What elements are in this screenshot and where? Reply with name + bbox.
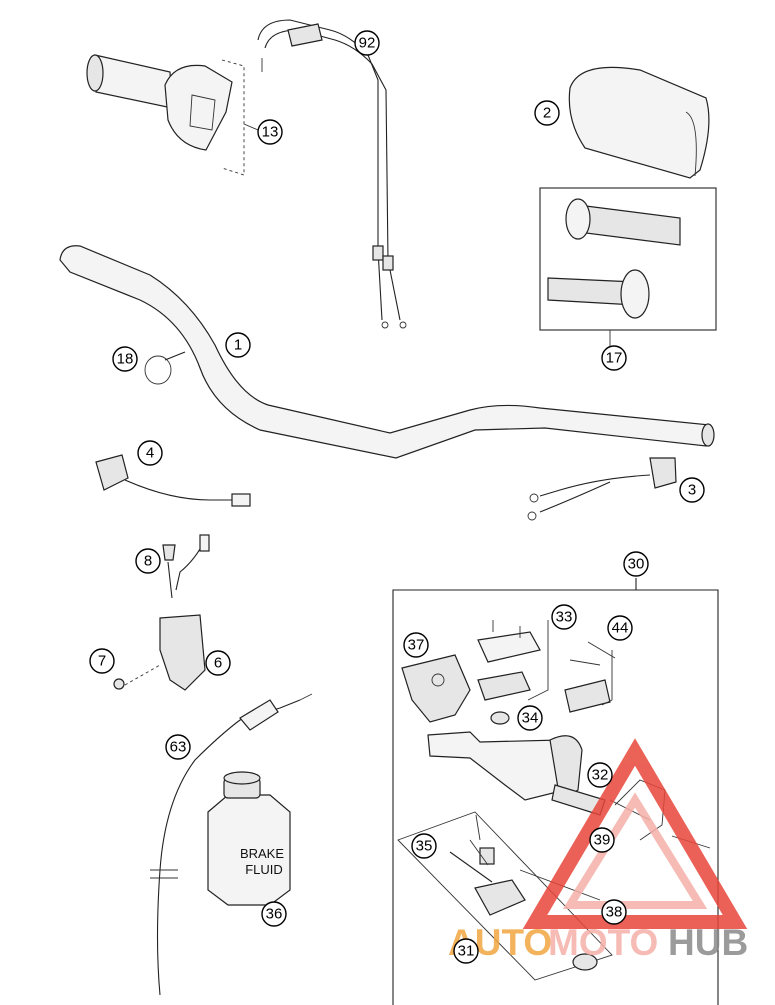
callout-4: 4 [137, 440, 163, 466]
callout-33: 33 [551, 604, 577, 630]
svg-text:35: 35 [416, 838, 433, 855]
callout-8: 8 [135, 548, 161, 574]
handlebar [59, 245, 715, 459]
svg-text:6: 6 [214, 655, 222, 672]
svg-text:1: 1 [234, 337, 242, 354]
svg-text:37: 37 [408, 637, 425, 654]
callout-30: 30 [623, 551, 649, 577]
svg-text:8: 8 [144, 553, 152, 570]
svg-text:18: 18 [117, 351, 134, 368]
svg-text:92: 92 [359, 35, 376, 52]
cable-tie [144, 351, 186, 385]
svg-text:31: 31 [458, 943, 475, 960]
svg-text:36: 36 [266, 906, 283, 923]
callout-36: 36 [261, 901, 287, 927]
throttle-cables [257, 19, 407, 329]
watermark-moto: MOTO [548, 922, 658, 963]
callout-32: 32 [587, 762, 613, 788]
brake-master-cylinder-box [392, 578, 719, 1005]
svg-text:17: 17 [606, 350, 623, 367]
svg-text:44: 44 [612, 620, 629, 637]
callout-44: 44 [607, 615, 633, 641]
svg-text:4: 4 [146, 445, 154, 462]
svg-text:34: 34 [522, 710, 539, 727]
throttle-grip-assembly [86, 54, 259, 176]
callout-7: 7 [89, 648, 115, 674]
brake-fluid-label-line2: FLUID [245, 862, 283, 877]
callout-92: 92 [354, 30, 380, 56]
callout-13: 13 [257, 119, 283, 145]
callout-38: 38 [601, 899, 627, 925]
svg-text:7: 7 [98, 653, 106, 670]
svg-text:30: 30 [628, 556, 645, 573]
grips-box [539, 187, 717, 348]
starter-button-assembly [113, 534, 210, 691]
svg-text:33: 33 [556, 609, 573, 626]
svg-text:63: 63 [170, 739, 187, 756]
callout-31: 31 [453, 938, 479, 964]
callout-2: 2 [534, 100, 560, 126]
handlebar-pad [568, 66, 710, 179]
svg-text:38: 38 [606, 904, 623, 921]
callout-37: 37 [403, 632, 429, 658]
kill-switch-left [95, 454, 251, 507]
brake-fluid-bottle [207, 771, 291, 906]
svg-text:39: 39 [594, 832, 611, 849]
callout-17: 17 [601, 345, 627, 371]
svg-text:32: 32 [592, 767, 609, 784]
svg-text:3: 3 [688, 482, 696, 499]
callout-39: 39 [589, 827, 615, 853]
callout-18: 18 [112, 346, 138, 372]
svg-text:2: 2 [543, 105, 551, 122]
callout-35: 35 [411, 833, 437, 859]
switch-right [527, 457, 677, 521]
brake-fluid-label-line1: BRAKE [240, 846, 284, 861]
bleed-hose [150, 693, 313, 996]
callout-1: 1 [225, 332, 251, 358]
callout-34: 34 [517, 705, 543, 731]
callout-3: 3 [679, 477, 705, 503]
callout-6: 6 [205, 650, 231, 676]
watermark-hub: HUB [668, 922, 748, 963]
callout-63: 63 [165, 734, 191, 760]
svg-text:13: 13 [262, 124, 279, 141]
